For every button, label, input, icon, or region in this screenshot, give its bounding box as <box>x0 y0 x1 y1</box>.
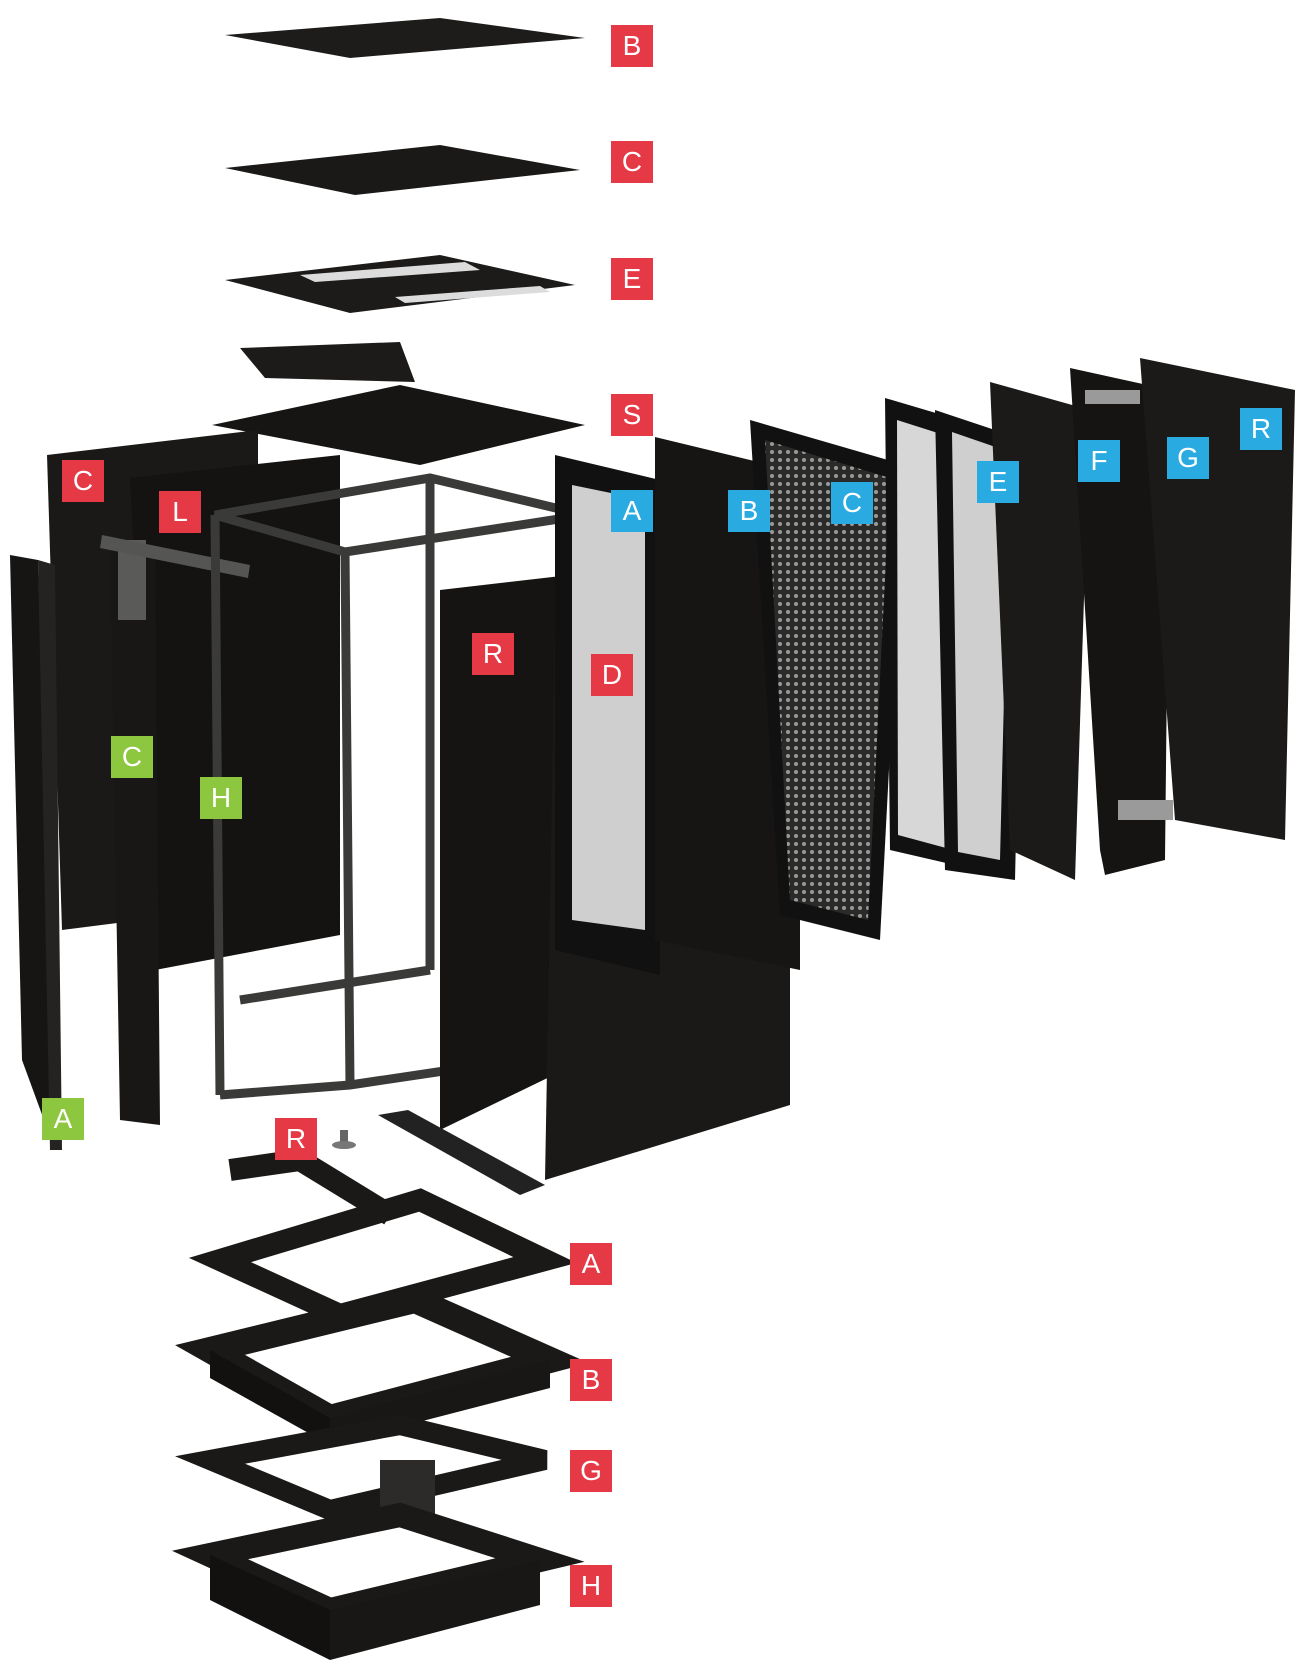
roof-panel-c <box>225 145 580 195</box>
plinth-frame-h <box>210 1515 540 1660</box>
label-roof-b[interactable]: B <box>611 25 653 67</box>
front-post-a <box>10 555 62 1150</box>
label-rear-r[interactable]: R <box>472 633 514 675</box>
label-roof-e[interactable]: E <box>611 258 653 300</box>
front-post-c <box>110 540 160 1125</box>
label-post-h[interactable]: H <box>200 777 242 819</box>
label-door-c[interactable]: C <box>831 482 873 524</box>
label-foot-r[interactable]: R <box>275 1118 317 1160</box>
plinth-frame-g <box>210 1425 545 1515</box>
plinth-frame-a <box>220 1160 545 1315</box>
label-door-e[interactable]: E <box>977 461 1019 503</box>
roof-panel-e <box>225 255 575 313</box>
label-door-a[interactable]: A <box>611 490 653 532</box>
label-base-g[interactable]: G <box>570 1450 612 1492</box>
roof-panel-b <box>225 18 585 58</box>
label-side-l[interactable]: L <box>159 491 201 533</box>
label-base-b[interactable]: B <box>570 1359 612 1401</box>
label-post-c[interactable]: C <box>111 736 153 778</box>
label-side-c[interactable]: C <box>62 460 104 502</box>
label-door-g[interactable]: G <box>1167 437 1209 479</box>
levelling-foot <box>332 1130 356 1149</box>
label-roof-c[interactable]: C <box>611 141 653 183</box>
label-door-r[interactable]: R <box>1240 408 1282 450</box>
roof-panel-small <box>240 342 415 382</box>
base-strap <box>378 1110 545 1195</box>
door-a <box>555 455 660 975</box>
roof-panel-s <box>212 385 585 465</box>
label-door-b[interactable]: B <box>728 490 770 532</box>
label-door-d[interactable]: D <box>591 654 633 696</box>
label-roof-s[interactable]: S <box>611 394 653 436</box>
label-door-f[interactable]: F <box>1078 440 1120 482</box>
label-base-a[interactable]: A <box>570 1243 612 1285</box>
label-base-h[interactable]: H <box>570 1565 612 1607</box>
label-post-a[interactable]: A <box>42 1098 84 1140</box>
